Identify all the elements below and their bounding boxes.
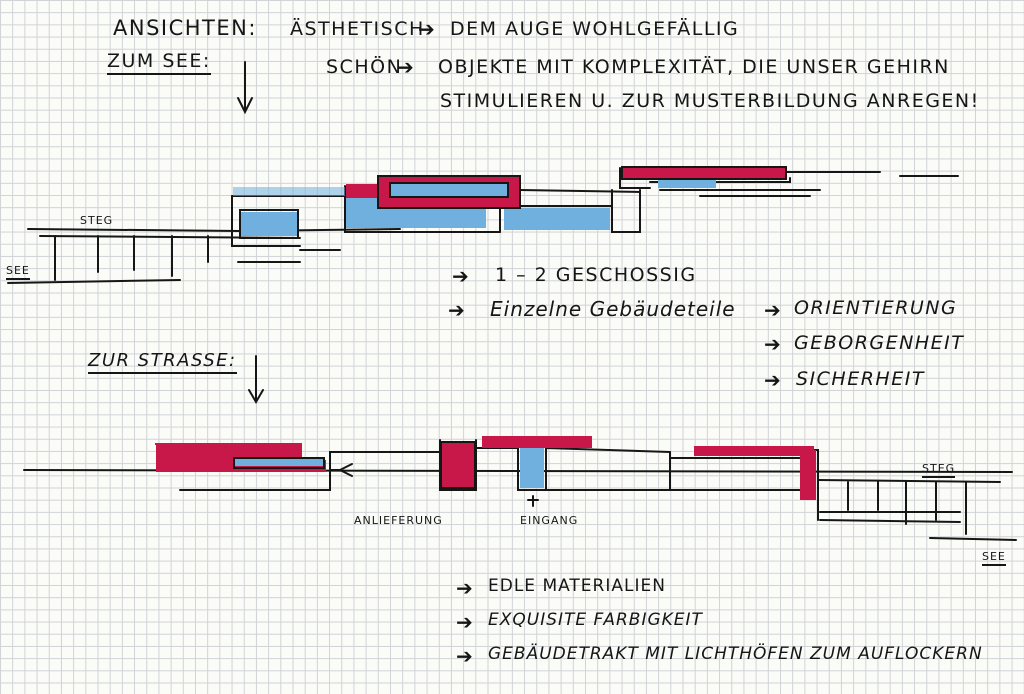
note-geschossig: 1 – 2 GESCHOSSIG (495, 264, 697, 286)
arrow-right-icon: ➔ (456, 644, 473, 668)
note-sicherheit: SICHERHEIT (796, 368, 925, 390)
arrow-right-icon: ➔ (452, 264, 469, 288)
label-schoen: SCHÖN (326, 56, 403, 78)
arrow-right-icon: ➔ (764, 298, 781, 322)
label-steg-street: STEG (922, 462, 956, 478)
arrow-right-icon: ➔ (764, 368, 781, 392)
arrow-down-icon (237, 61, 253, 115)
text-aesthetisch-definition: DEM AUGE WOHLGEFÄLLIG (450, 18, 740, 40)
label-see-lake: SEE (6, 264, 30, 280)
arrow-down-icon (248, 355, 264, 404)
note-exquisite-farbigkeit: EXQUISITE FARBIGKEIT (488, 610, 703, 630)
arrow-right-icon: ➔ (418, 17, 435, 41)
note-geborgenheit: GEBORGENHEIT (794, 332, 965, 354)
arrow-right-icon: ➔ (397, 55, 414, 79)
text-schoen-definition-line2: STIMULIEREN U. ZUR MUSTERBILDUNG ANREGEN… (440, 90, 980, 112)
text-schoen-definition-line1: OBJEKTE MIT KOMPLEXITÄT, DIE UNSER GEHIR… (438, 56, 950, 78)
arrow-right-icon: ➔ (764, 332, 781, 356)
note-gebaeudetrakt: GEBÄUDETRAKT MIT LICHTHÖFEN ZUM AUFLOCKE… (488, 644, 983, 664)
subtitle-zur-strasse: ZUR STRASSE: (88, 350, 237, 374)
note-edle-materialien: EDLE MATERIALIEN (488, 576, 666, 596)
arrow-right-icon: ➔ (456, 610, 473, 634)
label-steg-lake: STEG (80, 214, 114, 227)
label-eingang: EINGANG (520, 514, 579, 527)
label-anlieferung: ANLIEFERUNG (354, 514, 443, 527)
label-aesthetisch: ÄSTHETISCH (290, 18, 425, 40)
note-orientierung: ORIENTIERUNG (794, 297, 958, 319)
arrow-right-icon: ➔ (456, 576, 473, 600)
arrow-right-icon: ➔ (448, 298, 465, 322)
title-ansichten: ANSICHTEN: (113, 16, 257, 40)
note-einzelne-gebaeudeteile: Einzelne Gebäudeteile (490, 297, 736, 321)
subtitle-zum-see: ZUM SEE: (107, 50, 211, 75)
label-see-street: SEE (982, 550, 1006, 566)
